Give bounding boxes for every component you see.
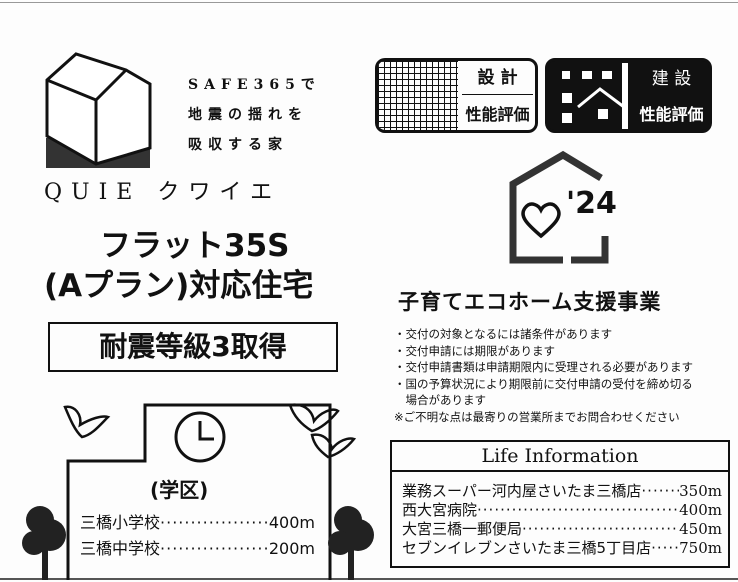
- badge-top-text: 建 設: [651, 69, 692, 89]
- school-row: 三橋小学校···································…: [80, 510, 315, 536]
- flat35s-heading: フラット35S: [100, 228, 290, 264]
- place-name: セブンイレブンさいたま三橋5丁目店: [402, 539, 652, 557]
- eco-home-house-icon: [509, 150, 609, 264]
- life-row: 大宮三橋一郵便局································…: [402, 520, 722, 538]
- school-name: 三橋小学校: [80, 513, 161, 532]
- school-distance: 400m: [268, 513, 315, 532]
- construction-performance-badge: 建 設 性能評価: [545, 58, 712, 133]
- bird-icon: [63, 403, 357, 459]
- school-row: 三橋中学校···································…: [80, 536, 315, 562]
- seismic-grade-box: 耐震等級3取得: [48, 322, 338, 372]
- place-name: 西大宮病院: [402, 501, 478, 519]
- design-performance-badge: 設 計 性能評価: [375, 58, 538, 133]
- tagline-line: 地震の揺れを: [188, 107, 308, 123]
- place-distance: 350m: [679, 482, 722, 500]
- badge-bottom-text: 性能評価: [465, 105, 530, 124]
- life-information-title: Life Information: [392, 442, 728, 472]
- eco-condition: ・交付の対象となるには諸条件があります: [394, 327, 613, 341]
- eco-condition: ・交付申請には期限があります: [394, 343, 555, 358]
- school-name: 三橋中学校: [80, 539, 161, 558]
- flat35s-subheading: (Aプラン)対応住宅: [44, 268, 314, 304]
- life-row: セブンイレブンさいたま三橋5丁目店·······················…: [402, 539, 722, 557]
- life-information-box: Life Information 業務スーパー河内屋さいたま三橋店·······…: [390, 440, 730, 568]
- tree-icon: [328, 506, 374, 580]
- school-list: 三橋小学校···································…: [80, 510, 315, 562]
- eco-note: ※ご不明な点は最寄りの営業所までお問合わせください: [394, 409, 680, 424]
- brand-name: QUIE クワイエ: [44, 180, 282, 205]
- eco-logo-year: '24: [566, 186, 617, 221]
- life-row: 業務スーパー河内屋さいたま三橋店························…: [402, 482, 722, 500]
- eco-condition: ・国の予算状況により期限前に交付申請の受付を締め切る: [394, 376, 693, 391]
- eco-conditions-list: ・交付の対象となるには諸条件があります ・交付申請には期限があります ・交付申請…: [394, 326, 693, 425]
- tagline-line: SAFE365で: [188, 77, 321, 93]
- badge-bottom-text: 性能評価: [639, 105, 704, 124]
- badge-top-text: 設 計: [477, 68, 518, 88]
- top-divider: [0, 2, 738, 3]
- bottom-divider: [0, 578, 738, 580]
- place-distance: 400m: [679, 501, 722, 519]
- eco-condition: ・交付申請書類は申請期限内に受理される必要があります: [394, 360, 693, 374]
- tagline: SAFE365で 地震の揺れを 吸収する家: [188, 74, 321, 164]
- place-name: 大宮三橋一郵便局: [402, 520, 523, 538]
- school-building-illustration: [22, 403, 374, 580]
- school-district-label: (学区): [150, 478, 209, 502]
- building-house-icon: [562, 63, 628, 129]
- quie-house-logo-icon: [45, 52, 152, 168]
- place-name: 業務スーパー河内屋さいたま三橋店: [402, 482, 642, 500]
- grid-house-icon: [378, 61, 458, 130]
- life-row: 西大宮病院···································…: [402, 501, 722, 519]
- place-distance: 450m: [679, 520, 722, 538]
- place-distance: 750m: [679, 539, 722, 557]
- tree-icon: [22, 506, 66, 580]
- school-distance: 200m: [268, 539, 315, 558]
- eco-condition: 場合があります: [394, 393, 486, 407]
- eco-program-title: 子育てエコホーム支援事業: [398, 290, 662, 314]
- tagline-line: 吸収する家: [188, 137, 288, 153]
